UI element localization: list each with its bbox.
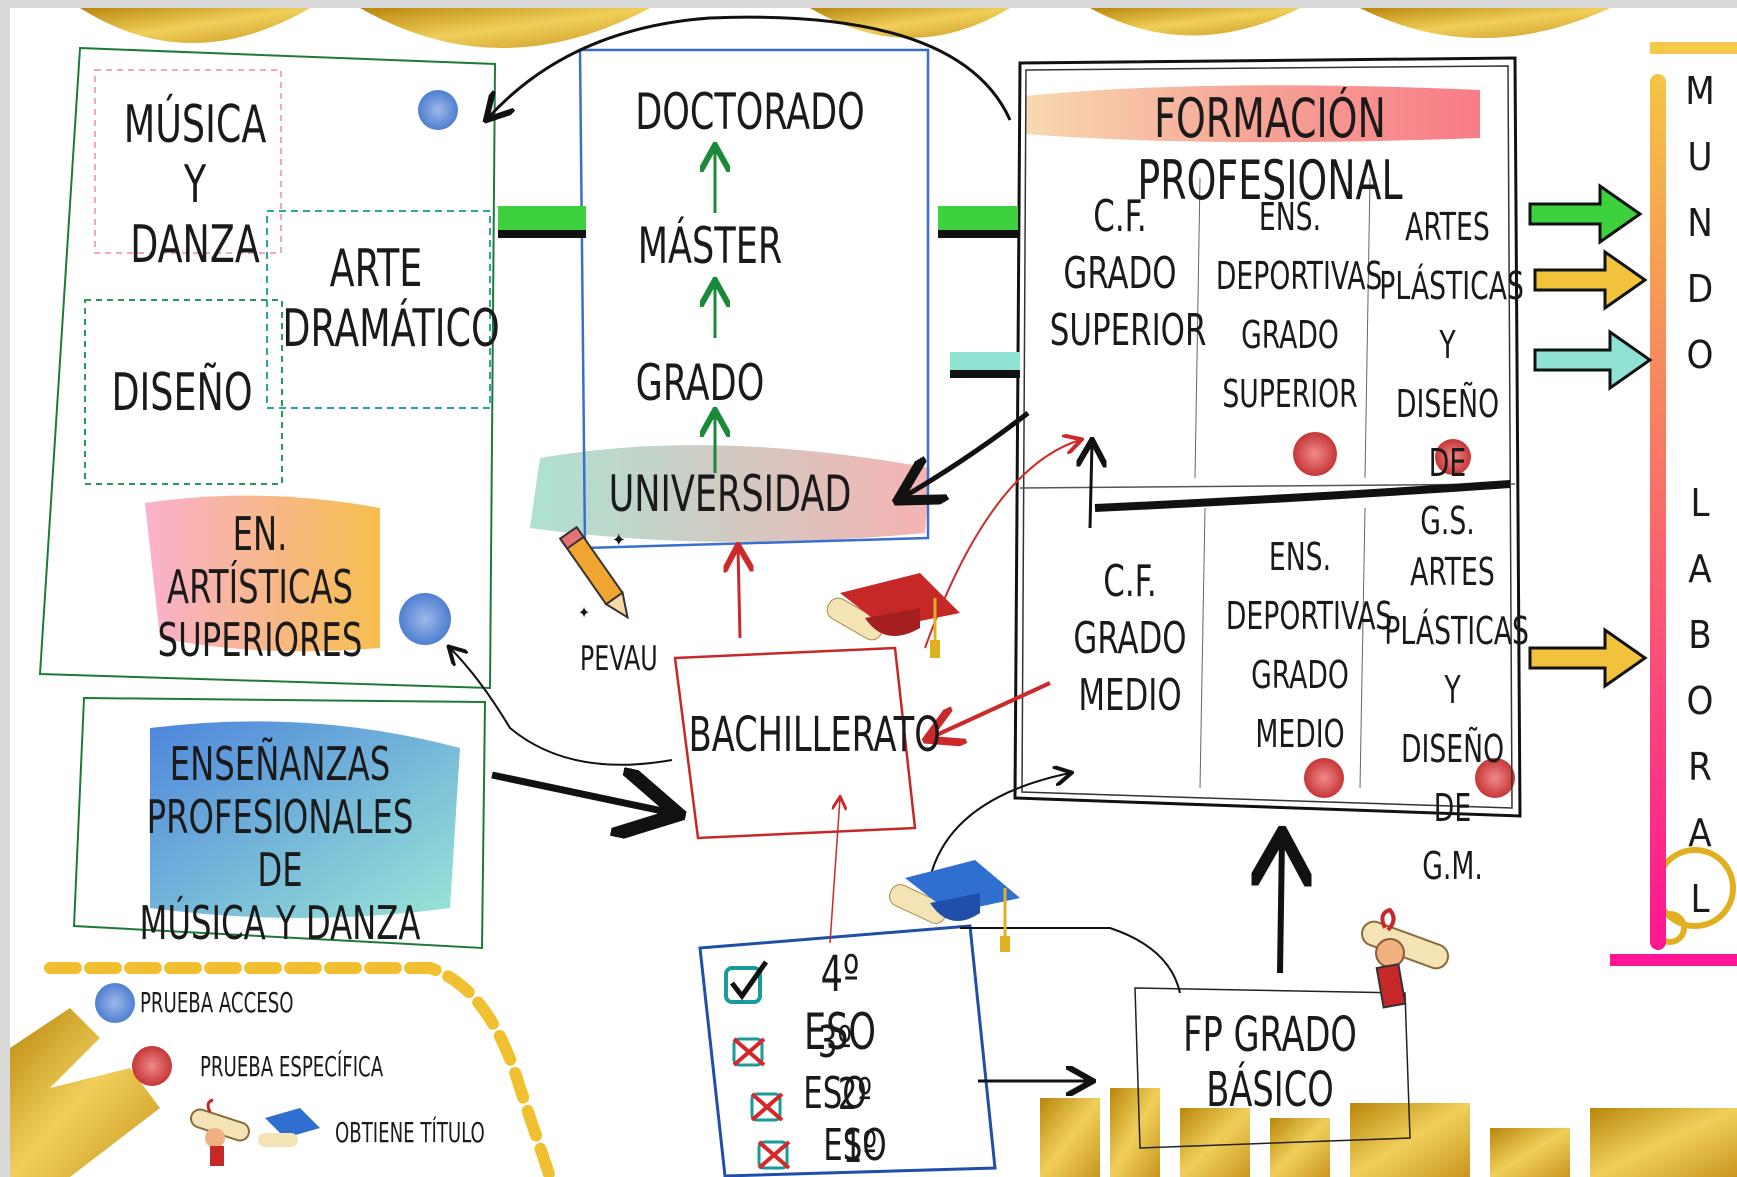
prueba-especifica-dot [1293,432,1337,476]
label-musica-danza: MÚSICA Y DANZA [123,95,267,275]
label-doctorado: DOCTORADO [635,83,865,141]
legend-prueba-especifica: PRUEBA ESPECÍFICA [200,1050,384,1083]
prueba-especifica-dot [1435,439,1471,475]
bottom-gold-decoration [10,1008,1737,1177]
diagram-canvas: MÚSICA Y DANZA ARTE DRAMÁTICO DISEÑO EN.… [10,8,1737,1177]
label-bachillerato: BACHILLERATO [688,707,941,763]
diploma-icon [1360,908,1450,1009]
checkbox-checked-icon [724,960,769,1004]
prueba-especifica-dot [132,1046,172,1086]
label-ensenanzas-profesionales: ENSEÑANZAS PROFESIONALES DE MÚSICA Y DAN… [139,737,421,950]
svg-text:✦: ✦ [612,530,626,551]
top-gold-decoration [80,8,1610,48]
svg-text:✦: ✦ [578,603,590,622]
diploma-icon [190,1098,320,1166]
prueba-acceso-dot [95,983,135,1023]
label-diseno: DISEÑO [111,363,253,423]
label-ens-deportivas-superior: ENS. DEPORTIVAS GRADO SUPERIOR [1215,195,1383,416]
label-3-eso: 3º ESO [803,1017,867,1119]
graduation-cap-icon [826,573,960,658]
label-universidad: UNIVERSIDAD [608,465,852,523]
label-ens-deportivas-medio: ENS. DEPORTIVAS GRADO MEDIO [1225,535,1393,756]
checkbox-crossed-icon [757,1140,791,1170]
label-cf-grado-medio: C.F. GRADO MEDIO [1073,556,1187,722]
label-2-eso: 2º ESO [823,1069,887,1171]
label-4-eso: 4º ESO [803,945,877,1061]
label-mundo: M U N D O [1685,69,1715,377]
pencil-icon: ✦ ✦ [558,525,629,622]
label-fp-grado-basico: FP GRADO BÁSICO [1183,1007,1357,1119]
label-cf-grado-superior: C.F. GRADO SUPERIOR [1049,191,1207,357]
label-1-eso: 1º ESO [828,1122,891,1177]
label-arte-dramatico: ARTE DRAMÁTICO [282,239,500,359]
label-formacion-profesional: FORMACIÓN PROFESIONAL [1137,87,1403,213]
label-ensenanzas-artisticas-superiores: EN. ARTÍSTICAS SUPERIORES [157,507,363,667]
label-laboral: L A B O R A L [1686,481,1714,921]
graduation-cap-icon [888,860,1020,952]
prueba-especifica-dot [1304,758,1344,798]
decorations [10,8,1737,1177]
checkbox-crossed-icon [750,1092,784,1122]
label-master: MÁSTER [637,217,783,275]
prueba-acceso-dot [399,593,451,645]
legend-obtiene-titulo: OBTIENE TÍTULO [335,1116,485,1149]
prueba-especifica-dot [1475,758,1515,798]
label-grado: GRADO [635,354,765,412]
checkbox-crossed-icon [732,1037,766,1067]
legend-prueba-acceso: PRUEBA ACCESO [140,986,294,1019]
label-artes-plasticas-gm: ARTES PLÁSTICAS Y DISEÑO DE G.M. [1384,550,1529,889]
prueba-acceso-dot [418,90,458,130]
label-artes-plasticas-gs: ARTES PLÁSTICAS Y DISEÑO DE G.S. [1379,205,1524,544]
arrows-to-mundo-laboral [1528,183,1653,689]
label-pevau: PEVAU [579,639,658,679]
